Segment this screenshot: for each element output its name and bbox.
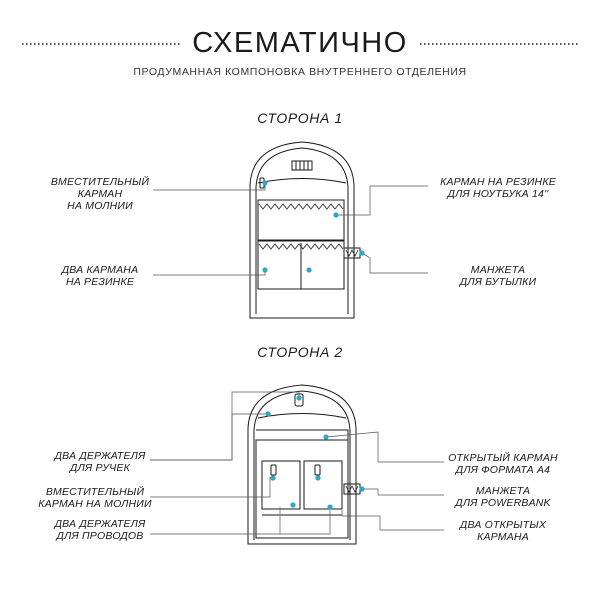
open-pocket-2-left [261, 460, 301, 510]
page-subtitle: ПРОДУМАННАЯ КОМПОНОВКА ВНУТРЕННЕГО ОТДЕЛ… [133, 66, 467, 78]
zigzag-1a [258, 203, 344, 210]
pen-holder-2-right [314, 464, 321, 476]
label-powerbank-cuff-2: МАНЖЕТА ДЛЯ POWERBANK [455, 485, 551, 509]
label-a4-pocket-2: ОТКРЫТЫЙ КАРМАН ДЛЯ ФОРМАТА А4 [448, 452, 558, 476]
powerbank-cuff-2-zigzag [345, 485, 359, 493]
a4-pocket-2 [256, 429, 349, 441]
backpack-2-zip-line [257, 413, 347, 419]
zigzag-1b [258, 243, 344, 250]
laptop-pocket-1 [257, 199, 345, 241]
label-bottle-cuff-1: МАНЖЕТА ДЛЯ БУТЫЛКИ [459, 264, 537, 288]
backpack-1-inner-outline [255, 147, 349, 314]
leaders-side-2 [150, 391, 444, 535]
label-wire-holders-2: ДВА ДЕРЖАТЕЛЯ ДЛЯ ПРОВОДОВ [54, 518, 146, 542]
label-laptop-pocket-1: КАРМАН НА РЕЗИНКЕ ДЛЯ НОУТБУКА 14'' [440, 176, 556, 200]
leaders-side-1 [153, 183, 428, 276]
backpack-1-top-tag [291, 160, 313, 171]
lower-compartment-2 [255, 439, 349, 539]
backpack-1-outline [249, 141, 355, 319]
dots-side-2 [265, 395, 365, 510]
open-pocket-2-right [303, 460, 343, 510]
backpack-side-2 [247, 384, 361, 545]
bottle-cuff-1-zigzag [345, 249, 359, 257]
backpack-side-1 [249, 141, 361, 319]
label-elastic-pockets-1: ДВА КАРМАНА НА РЕЗИНКЕ [61, 264, 139, 288]
label-pen-holders-2: ДВА ДЕРЖАТЕЛЯ ДЛЯ РУЧЕК [54, 450, 146, 474]
backpack-1-zip-line [257, 178, 347, 184]
pen-holder-2-left [270, 464, 277, 476]
label-zip-pocket-1: ВМЕСТИТЕЛЬНЫЙ КАРМАН НА МОЛНИИ [50, 176, 150, 212]
side-1-heading: СТОРОНА 1 [257, 110, 343, 126]
label-zip-pocket-2: ВМЕСТИТЕЛЬНЫЙ КАРМАН НА МОЛНИИ [38, 486, 152, 510]
page-title: СХЕМАТИЧНО [192, 27, 408, 59]
dots-side-1 [262, 180, 365, 273]
backpack-2-outline [247, 384, 357, 545]
side-2-heading: СТОРОНА 2 [257, 344, 343, 360]
backpack-2-inner-outline [253, 390, 351, 540]
label-open-pockets-2: ДВА ОТКРЫТЫХ КАРМАНА [459, 519, 547, 543]
